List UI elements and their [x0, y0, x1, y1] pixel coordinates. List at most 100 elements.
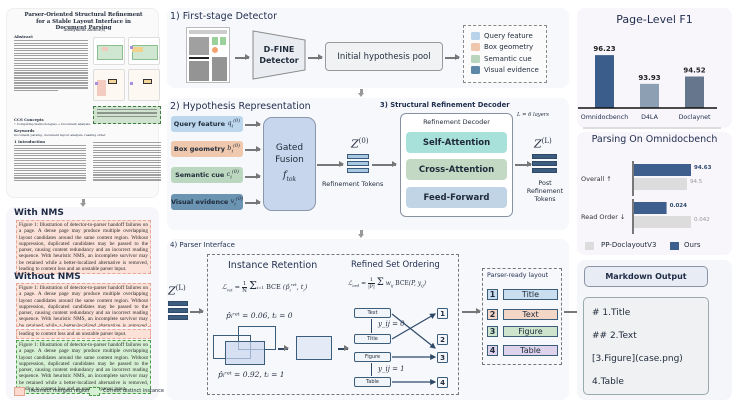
bar-value-label: 94.5	[690, 179, 703, 185]
y-category-label: Overall ↑	[581, 175, 612, 183]
order-link-text-title	[371, 319, 373, 333]
down-arrow-icon	[358, 230, 364, 238]
post-refinement-token	[532, 168, 557, 173]
parsing-chart-title: Parsing On Omnidocbench	[591, 134, 718, 145]
bar-omnidocbench	[595, 55, 614, 108]
zl-input-symbol: Z(L)	[168, 284, 186, 298]
bar-ours	[634, 202, 667, 214]
detector-label-line1: D-FINE	[263, 45, 295, 54]
arrow-detector-to-pool	[308, 54, 323, 60]
arrow-doc-to-detector	[235, 54, 250, 60]
correct-caption: Figure 1: Illustration of detector-to-pa…	[16, 340, 151, 395]
post-refinement-token	[168, 315, 188, 320]
markdown-line: # 1.Title	[592, 308, 631, 318]
nms-comparison-panel: With NMS Figure 1: Illustration of detec…	[6, 207, 164, 400]
retention-title: Instance Retention	[228, 260, 318, 271]
parsing-chart-panel	[577, 132, 732, 255]
input-visual-evidence: Visual evidence vi(0)	[171, 194, 243, 210]
bar-value-label: 93.93	[638, 74, 660, 82]
without-nms-heading: Without NMS	[14, 272, 81, 282]
bar-value-label: 0.042	[694, 217, 710, 223]
legend-query-feature: Query feature	[471, 31, 539, 40]
arrow-visual-to-fusion	[245, 199, 261, 205]
x-tick-label: D4LA	[641, 114, 659, 121]
bar-ours	[634, 164, 691, 176]
cross-attention-block: Cross-Attention	[406, 159, 507, 180]
fusion-function: ftok	[282, 170, 297, 183]
input-document-thumbnail	[186, 27, 230, 83]
y-category-label: Read Order ↓	[581, 213, 625, 221]
bar-value-label: 0.024	[670, 203, 688, 209]
arrow-retained-to-ordering	[338, 345, 349, 351]
z0-symbol: Z(0)	[351, 137, 369, 151]
ccs-heading: CCS Concepts	[14, 117, 44, 122]
layout-item-figure: Figure	[503, 326, 558, 337]
abstract-text	[14, 39, 88, 92]
post-refinement-token	[168, 301, 188, 306]
detector-label-line2: Detector	[259, 56, 299, 65]
edge-title-to-1	[391, 313, 437, 340]
legend-swatch	[471, 31, 480, 40]
refinement-token	[347, 168, 369, 173]
parser-ready-title: Parser-ready layout	[487, 272, 549, 279]
without-nms-caption-tail: leading to content loss and an unstable …	[16, 329, 151, 340]
down-arrow-icon	[80, 199, 86, 207]
order-number-2: 2	[437, 334, 448, 345]
y-equals-1-label: y_ij = 1	[378, 365, 405, 373]
input-semantic-cue: Semantic cue ci(0)	[171, 167, 243, 183]
post-refinement-token	[168, 308, 188, 313]
bar-value-label: 94.63	[694, 165, 712, 171]
order-number-1: 1	[437, 308, 448, 319]
refinement-token	[347, 154, 369, 159]
stage3-title: 3) Structural Refinement Decoder	[380, 101, 510, 109]
legend-incorrect-swatch	[14, 387, 25, 396]
parser-ready-layout	[482, 268, 562, 365]
self-attention-block: Self-Attention	[406, 132, 507, 153]
markdown-line: [3.Figure](case.png)	[592, 354, 683, 364]
intro-column-right	[93, 141, 161, 182]
gated-fusion-block: Gated Fusion ftok	[263, 117, 316, 211]
input-box-geometry: Box geometry bi(0)	[171, 141, 243, 157]
legend-semantic-cue: Semantic cue	[471, 54, 539, 63]
order-number-3: 3	[437, 352, 448, 363]
f1-chart-title: Page-Level F1	[616, 13, 693, 26]
markdown-title: Markdown Output	[584, 266, 708, 287]
legend-baseline-label: PP-DoclayoutV3	[601, 241, 657, 249]
bar-pp-doclayoutv3	[634, 216, 691, 228]
legend-ours-label: Ours	[684, 241, 701, 249]
arrow-pool-to-legend	[445, 54, 460, 60]
arrow-fusion-to-tokens	[317, 161, 344, 167]
intro-column-left	[14, 144, 86, 182]
legend-swatch	[471, 43, 480, 51]
order-item-text: Text	[354, 308, 391, 318]
bar-pp-doclayoutv3	[634, 178, 687, 190]
paper-author: Anonymous Author(s)	[63, 27, 106, 32]
paper-highlight-region	[93, 106, 161, 124]
candidate-box-high	[225, 341, 265, 365]
down-arrow-icon	[358, 89, 364, 97]
stage1-title: 1) First-stage Detector	[170, 11, 277, 22]
arrow-candidates-to-retained	[278, 345, 289, 351]
order-item-title: Title	[354, 334, 391, 344]
post-refinement-label: Post Refinement Tokens	[526, 180, 564, 203]
legend-visual-evidence: Visual evidence	[471, 66, 539, 74]
arrow-semantic-to-fusion	[245, 173, 261, 179]
edge-text-to-2	[391, 313, 436, 349]
decoder-label: Refinement Decoder	[423, 118, 490, 126]
intro-heading: 1 Introduction	[14, 139, 46, 144]
arrow-zl-to-interface	[190, 308, 204, 314]
x-tick-label: Omnidocbench	[581, 114, 628, 121]
without-nms-caption: Figure 1: Illustration of detector-to-pa…	[16, 283, 151, 327]
fusion-label-line1: Gated	[275, 143, 304, 153]
hypothesis-pool-box: Initial hypothesis pool	[325, 42, 443, 71]
ordering-formula: ℒord = 1|P| Σ wij BCE(P, yij)	[348, 277, 427, 290]
input-query-feature: Query feature qi(0)	[171, 116, 243, 132]
layers-note: L = 6 layers	[517, 112, 549, 118]
layout-item-table: Table	[503, 345, 558, 356]
detector-trapezoid	[252, 30, 306, 80]
legend-incorrect-label: Incorrect merged region	[29, 388, 90, 394]
y-equals-0-label: y_ij = 0	[378, 320, 405, 328]
post-refinement-token	[532, 154, 557, 159]
